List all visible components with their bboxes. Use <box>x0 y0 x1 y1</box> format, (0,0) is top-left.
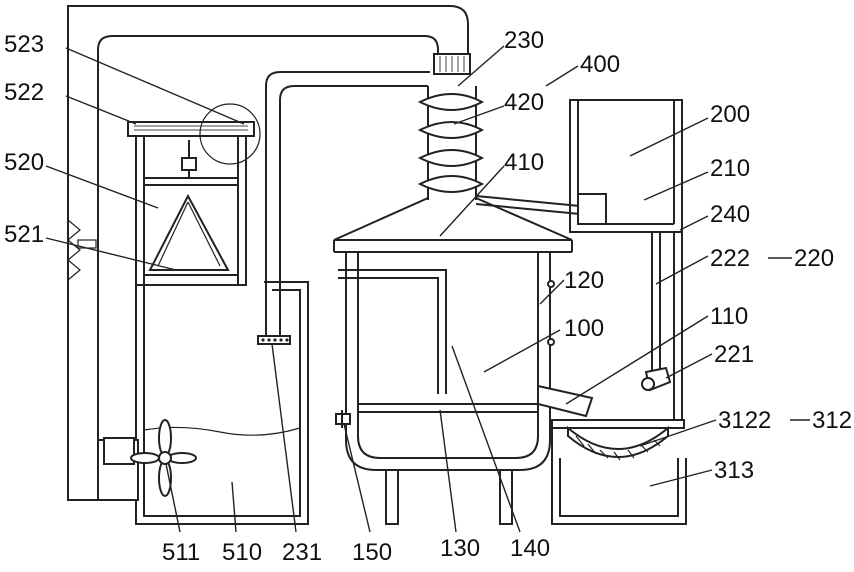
tank-200 <box>569 99 683 420</box>
label-100: 100 <box>564 315 604 342</box>
reference-labels: 523 522 520 521 230 400 420 410 200 210 … <box>4 27 852 566</box>
label-200: 200 <box>710 101 750 128</box>
label-221: 221 <box>714 341 754 368</box>
lid-522 <box>127 121 255 137</box>
label-230: 230 <box>504 27 544 54</box>
label-400: 400 <box>580 51 620 78</box>
block-210 <box>577 193 607 225</box>
label-220: 220 <box>794 245 834 272</box>
label-130: 130 <box>440 535 480 562</box>
feed-pipe-110 <box>537 384 594 418</box>
return-pipe <box>67 5 471 501</box>
pipe-231 <box>257 71 430 345</box>
label-3122: 3122 <box>718 407 771 434</box>
fan-511 <box>130 419 197 497</box>
filter-mesh-523 <box>134 125 248 131</box>
leader-lines <box>45 45 810 533</box>
funnel-521 <box>148 193 230 271</box>
label-210: 210 <box>710 155 750 182</box>
coil-420 <box>417 86 485 200</box>
collector-312 <box>551 419 685 524</box>
label-511: 511 <box>162 539 200 566</box>
label-410: 410 <box>504 149 544 176</box>
label-523: 523 <box>4 31 44 58</box>
label-140: 140 <box>510 535 550 562</box>
label-510: 510 <box>222 539 262 566</box>
label-521: 521 <box>4 221 44 248</box>
label-110: 110 <box>710 303 748 330</box>
pipe-clamp <box>67 219 81 281</box>
label-313: 313 <box>714 457 754 484</box>
tray-313 <box>551 458 687 525</box>
label-222: 222 <box>710 245 750 272</box>
label-231: 231 <box>282 539 322 566</box>
label-312: 312 <box>812 407 852 434</box>
label-420: 420 <box>504 89 544 116</box>
detail-circle <box>199 103 261 165</box>
label-120: 120 <box>564 267 604 294</box>
basket-3122 <box>567 425 669 458</box>
boiler-100 <box>335 252 594 525</box>
left-tank-510 <box>97 281 309 525</box>
label-522: 522 <box>4 79 44 106</box>
label-150: 150 <box>352 539 392 566</box>
label-240: 240 <box>710 201 750 228</box>
still-head-410 <box>333 195 581 253</box>
left-tower-520 <box>127 103 261 286</box>
label-520: 520 <box>4 149 44 176</box>
